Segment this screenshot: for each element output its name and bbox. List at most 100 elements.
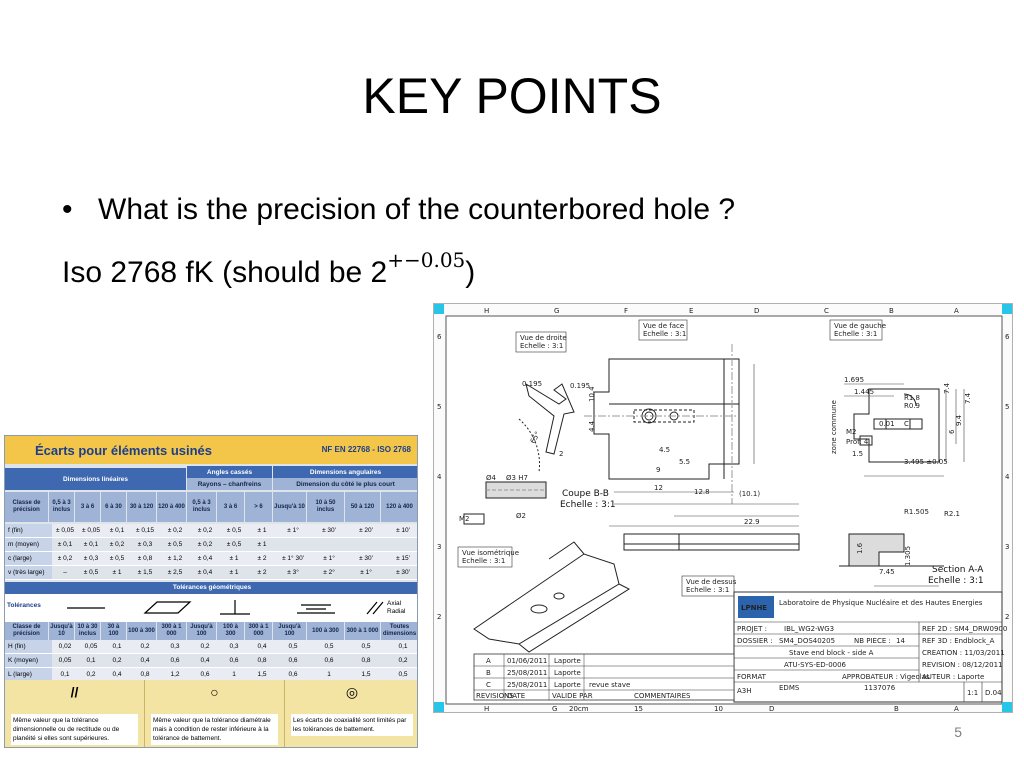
selection-handle-icon: [1002, 304, 1012, 314]
table-cell: 0,6: [288, 657, 298, 664]
table-cell: 0,6: [170, 657, 180, 664]
table-cell: 0,3: [170, 643, 180, 650]
ref2d: REF 2D : SM4_DRW0900: [922, 625, 1007, 633]
grid-number: 5: [437, 403, 441, 411]
table-row: m (moyen)± 0,1± 0,1± 0,2± 0,3± 0,5± 0,2±…: [5, 538, 417, 552]
grid-letter: D: [754, 307, 759, 315]
revision-table: [473, 653, 735, 701]
flatness-icon: [143, 601, 192, 614]
table-cell: ± 0,8: [137, 555, 153, 562]
table-cell: [276, 538, 310, 551]
grid-letter: G: [554, 307, 559, 315]
table-cell: ± 15': [396, 555, 410, 562]
table-row: c (large)± 0,2± 0,3± 0,5± 0,8± 1,2± 0,4±…: [5, 552, 417, 566]
table-cell: ± 0,2: [197, 541, 213, 548]
column-header: 6 à 30: [101, 492, 127, 522]
lab-name: Laboratoire de Physique Nucléaire et des…: [779, 599, 983, 607]
table-cell: 0,3: [229, 643, 239, 650]
footer-cell-concentricity: ◎ Les écarts de coaxialité sont limités …: [285, 680, 417, 747]
table-header-band: Écarts pour éléments usinés NF EN 22768 …: [5, 436, 417, 464]
right-view-geometry: [518, 382, 575, 473]
dimension-value: 1.5: [852, 450, 863, 458]
grid-number: 5: [1005, 403, 1009, 411]
table-cell: 0,5: [361, 643, 371, 650]
ref3d: REF 3D : Endblock_A: [922, 637, 995, 645]
group-angular-sub: Dimension du côté le plus court: [273, 478, 417, 490]
grid-letter: B: [889, 307, 894, 315]
table-row: f (fin)± 0,05± 0,05± 0,1± 0,15± 0,2± 0,2…: [5, 524, 417, 538]
revision-letter: A: [486, 657, 491, 665]
dimension-value: 9: [656, 466, 660, 474]
bottom-mark: B: [894, 705, 899, 713]
revision-header: REVISIONS: [476, 692, 514, 700]
view-left-label-frame: [829, 319, 883, 341]
dimension-value: C: [904, 420, 909, 428]
view-right-label-scale: Echelle : 3:1: [520, 342, 563, 350]
dimension-value: Ø3 H7: [506, 474, 528, 482]
grid-letter: H: [484, 307, 489, 315]
table-cell: ± 1°: [323, 555, 335, 562]
footer-text: Même valeur que la tolérance dimensionne…: [11, 714, 138, 745]
table-cell: ± 0,4: [197, 569, 213, 576]
table-cell: 0,1: [112, 643, 122, 650]
table-cell: ± 0,4: [197, 555, 213, 562]
table-cell: 0,2: [86, 671, 96, 678]
bottom-mark: 20cm: [569, 705, 589, 713]
grid-number: 4: [437, 473, 442, 481]
view-iso-label-frame: [457, 546, 513, 568]
column-header: 300 à 1 000: [157, 622, 187, 640]
column-header: 300 à 1 000: [345, 622, 381, 640]
column-header: 30 à 120: [127, 492, 157, 522]
section-bb-title: Coupe B-B: [562, 489, 609, 499]
bottom-mark: A: [954, 705, 959, 713]
grid-number: 6: [1005, 333, 1010, 341]
column-header: 50 à 120: [345, 492, 381, 522]
zone-commune-label: zone commune: [830, 400, 838, 454]
bottom-mark: 10: [714, 705, 723, 713]
table-cell: ± 30': [322, 527, 336, 534]
dimension-value: 4.5: [659, 446, 670, 454]
table-cell: 0,1: [86, 657, 96, 664]
column-header: 3 à 6: [75, 492, 101, 522]
dimension-value: 0.01: [879, 420, 895, 428]
table-cell: 0,05: [58, 657, 72, 664]
table-footer: // Même valeur que la tolérance dimensio…: [5, 680, 417, 747]
table-cell: ± 1: [257, 527, 267, 534]
dimension-value: R1.505: [904, 508, 929, 516]
slide-title: KEY POINTS: [362, 68, 662, 124]
table-cell: ± 0,2: [57, 555, 73, 562]
table-cell: 1,5: [257, 671, 267, 678]
table-cell: f (fin): [5, 524, 52, 537]
column-header: 10 à 30 inclus: [75, 622, 101, 640]
section-bb-geometry: [463, 481, 547, 525]
symbol-row: Tolérances Axial Radial: [5, 594, 417, 622]
table-cell: ± 1°: [360, 569, 372, 576]
table-cell: 0,4: [112, 671, 122, 678]
table-cell: 0,5: [324, 643, 334, 650]
grid-letter: A: [954, 307, 959, 315]
dimension-value: 6: [948, 429, 956, 434]
table-cell: ± 0,5: [226, 527, 242, 534]
top-view-geometry: [623, 533, 800, 551]
revision-author: Laporte: [554, 681, 581, 689]
grid-letter: E: [689, 307, 693, 315]
view-top-label-scale: Echelle : 3:1: [686, 586, 729, 594]
left-view-geometry: [853, 388, 940, 463]
table-cell: c (large): [5, 552, 52, 565]
projet-value: IBL_WG2-WG3: [784, 625, 834, 633]
column-header: 100 à 300: [307, 622, 345, 640]
dimension-value: 7.4: [943, 382, 951, 394]
footer-text: Même valeur que la tolérance diamétrale …: [151, 714, 278, 745]
revision-header: DATE: [507, 692, 525, 700]
revision-author: Laporte: [554, 657, 581, 665]
dimension-value: Ø4: [486, 474, 497, 482]
format-value: A3H: [737, 687, 752, 695]
table-cell: ± 0,5: [226, 541, 242, 548]
dimension-value: 12: [654, 484, 663, 492]
dimension-value: 5.5: [679, 458, 690, 466]
table-cell: ± 0,2: [109, 541, 125, 548]
table-cell: 0,6: [229, 657, 239, 664]
